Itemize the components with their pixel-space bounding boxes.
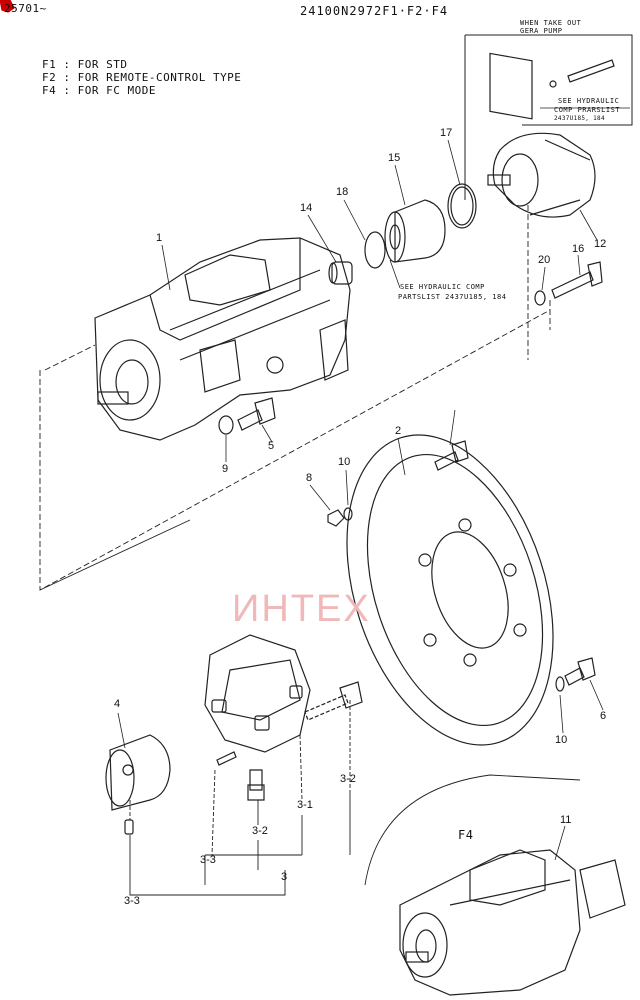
- bolt-5: [237, 397, 276, 431]
- gear-pump-ref-2: COMP PRARSLIST: [554, 106, 621, 114]
- bolt-3-2-top: [339, 681, 363, 709]
- callout-2: 2: [395, 425, 402, 437]
- pin-3-3: [216, 751, 237, 766]
- callout-18: 18: [336, 186, 349, 198]
- callout-10b: 10: [555, 734, 568, 746]
- callout-4: 4: [114, 698, 121, 710]
- legend-f2: F2 : FOR REMOTE-CONTROL TYPE: [42, 71, 242, 84]
- callout-3-3b: 3-3: [124, 895, 140, 907]
- callout-3-2a: 3-2: [340, 773, 356, 785]
- callout-3-1: 3-1: [297, 799, 313, 811]
- legend-f1: F1 : FOR STD: [42, 58, 128, 71]
- callout-3-2b: 3-2: [252, 825, 268, 837]
- variant-label-f4: F4: [458, 828, 474, 842]
- callout-3-3a: 3-3: [200, 854, 216, 866]
- hydraulic-pump-11: [399, 849, 626, 996]
- washer-10a: [343, 507, 353, 521]
- inset-bolt: [567, 59, 615, 83]
- callout-10a: 10: [338, 456, 351, 468]
- callout-3: 3: [281, 871, 288, 883]
- callout-9: 9: [222, 463, 229, 475]
- callout-5: 5: [268, 440, 275, 452]
- callout-12: 12: [594, 238, 607, 250]
- serial-range: 25701~: [4, 2, 47, 15]
- gear-pump-note-2: GERA PUMP: [520, 27, 563, 35]
- o-ring-17: [447, 183, 477, 229]
- callout-14: 14: [300, 202, 313, 214]
- part-number: 24100N2972F1·F2·F4: [300, 4, 449, 18]
- washer-20: [534, 290, 546, 306]
- hyd-ref-1: SEE HYDRAULIC COMP: [400, 283, 485, 291]
- callout-15: 15: [388, 152, 401, 164]
- gear-pump-ref-3: 2437U185, 184: [554, 115, 605, 122]
- callout-11: 11: [560, 814, 572, 826]
- callout-6: 6: [600, 710, 607, 722]
- callout-16: 16: [572, 243, 585, 255]
- bolt-16: [551, 261, 603, 299]
- coupling-3: [204, 634, 311, 753]
- nut-8: [327, 509, 345, 527]
- spacer-14: [328, 261, 353, 285]
- corner-logo-icon: [0, 0, 15, 13]
- washer-10b: [555, 676, 565, 692]
- gear-pump-note-1: WHEN TAKE OUT: [520, 19, 582, 27]
- hub-4: [105, 734, 171, 811]
- bolt-3-2-lower: [247, 769, 265, 801]
- watermark-text: ИНТЕХ: [232, 588, 371, 630]
- gear-pump-12: [487, 132, 596, 218]
- bolt-7: [434, 440, 469, 471]
- callout-17: 17: [440, 127, 453, 139]
- pin-hub: [124, 819, 134, 835]
- gear-pump-cover-plate: [489, 52, 533, 120]
- bolt-6: [564, 657, 596, 686]
- legend-f4: F4 : FOR FC MODE: [42, 84, 156, 97]
- hyd-ref-2: PARTSLIST 2437U185, 184: [398, 293, 507, 301]
- inset-washer: [549, 80, 557, 88]
- gear-pump-ref-1: SEE HYDRAULIC: [558, 97, 620, 105]
- callout-1: 1: [156, 232, 163, 244]
- callout-8: 8: [306, 472, 313, 484]
- gear-pump-inset-frame: [464, 34, 633, 200]
- callout-20: 20: [538, 254, 551, 266]
- flywheel-plate-2: [346, 434, 554, 746]
- washer-9: [218, 415, 234, 435]
- o-ring-18: [364, 231, 386, 269]
- sleeve-15: [384, 199, 446, 263]
- hydraulic-pump-1: [94, 237, 351, 441]
- phantom-outline: [39, 309, 551, 591]
- f4-variant-frame: [364, 774, 581, 886]
